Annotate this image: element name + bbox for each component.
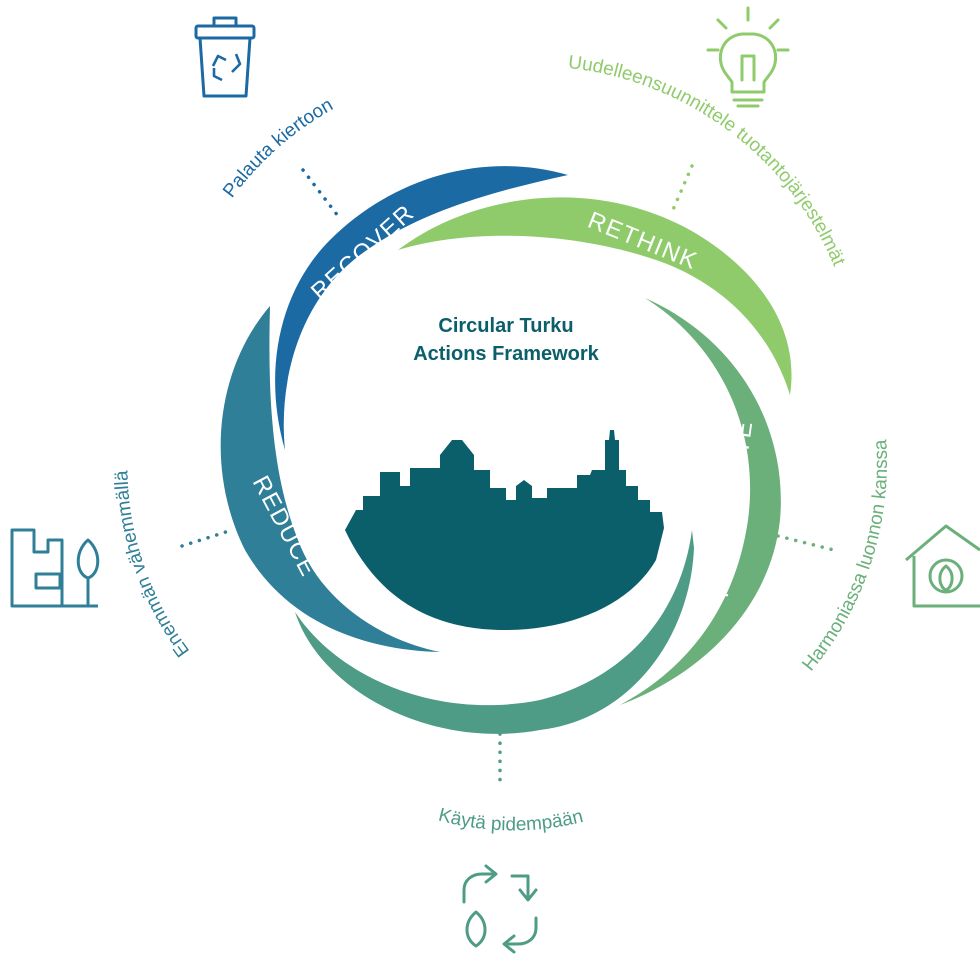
segment-regenerate	[620, 298, 781, 705]
connector-recover	[301, 168, 340, 218]
outer-label-reuse: Käytä pidempään	[436, 805, 585, 836]
connector-regenerate	[776, 534, 836, 552]
recycle-bin-icon	[194, 16, 256, 98]
lightbulb-icon	[706, 6, 790, 108]
center-title-line1: Circular Turku	[438, 315, 573, 337]
outer-label-reduce: Enemmän vähemmällä	[111, 470, 194, 661]
segment-rethink	[398, 197, 792, 395]
connector-rethink	[670, 164, 694, 214]
house-leaf-icon	[905, 524, 980, 608]
center-title-line2: Actions Framework	[413, 343, 599, 365]
outer-label-regenerate: Harmoniassa luonnon kanssa	[798, 439, 891, 675]
segment-reduce	[220, 306, 440, 652]
segment-recover	[275, 166, 568, 450]
connector-reduce	[180, 528, 234, 548]
segment-reuse	[295, 530, 694, 734]
city-skyline	[345, 430, 664, 630]
reuse-arrows-icon	[462, 864, 538, 954]
outer-label-recover: Palauta kiertoon	[219, 94, 337, 201]
factory-tree-icon	[10, 528, 100, 608]
